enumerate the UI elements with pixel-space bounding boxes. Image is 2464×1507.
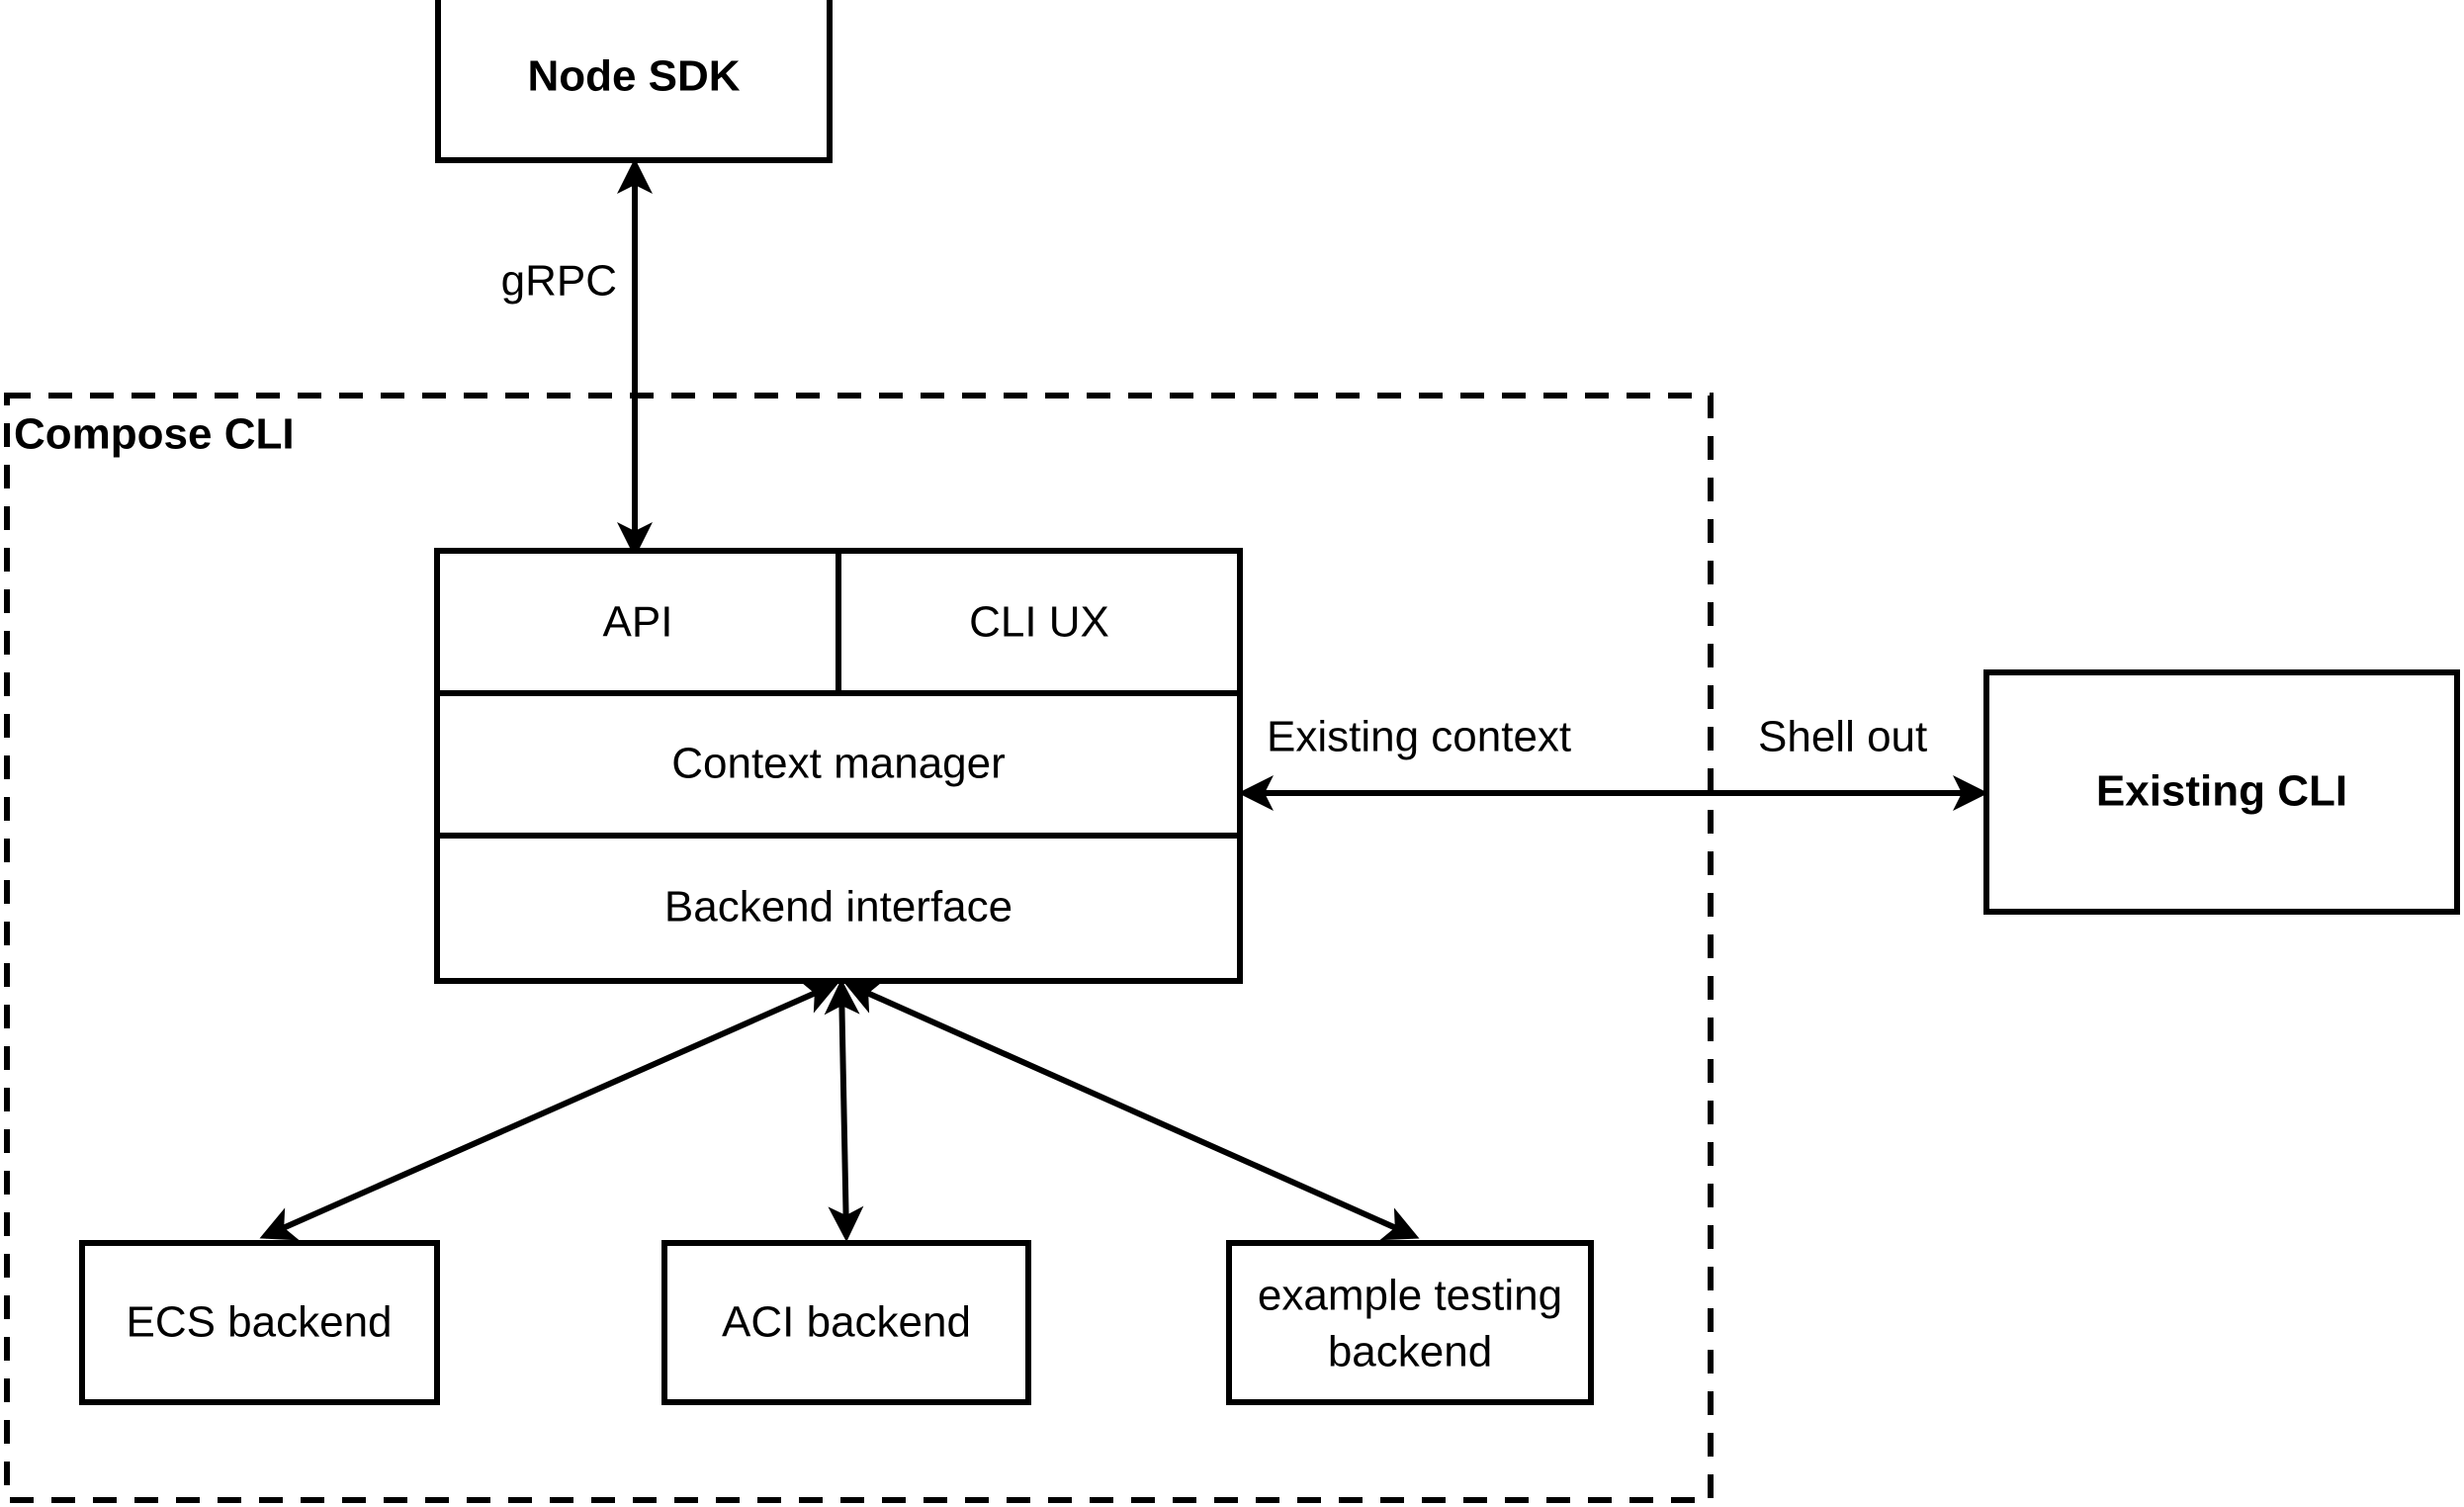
node-sdk-box[interactable] xyxy=(435,0,833,163)
ecs-backend-label: ECS backend xyxy=(126,1298,392,1347)
cli-ux-label: CLI UX xyxy=(969,598,1109,647)
compose-cli-group-boundary xyxy=(4,393,1714,1503)
api-label: API xyxy=(603,598,673,647)
example-testing-backend-label-line2: backend xyxy=(1328,1328,1492,1376)
example-testing-backend-label-line1: example testing xyxy=(1258,1272,1562,1320)
ecs-backend-box[interactable] xyxy=(79,1240,440,1405)
existing-context-edge-label: Existing context xyxy=(1267,713,1571,761)
node-sdk-label: Node SDK xyxy=(527,52,740,101)
shell-out-edge-label: Shell out xyxy=(1758,713,1927,761)
context-manager-label: Context manager xyxy=(671,740,1006,788)
example-testing-backend-box[interactable] xyxy=(1226,1240,1594,1405)
aci-backend-label: ACI backend xyxy=(722,1298,971,1347)
aci-backend-connector xyxy=(824,979,864,1242)
aci-backend-box[interactable] xyxy=(661,1240,1031,1405)
example-testing-backend-connector xyxy=(843,980,1420,1241)
existing-cli-label: Existing CLI xyxy=(2096,767,2347,816)
grpc-edge-label: gRPC xyxy=(501,257,617,306)
ecs-backend-connector xyxy=(259,980,839,1241)
compose-cli-group-label: Compose CLI xyxy=(14,410,295,459)
backend-interface-label: Backend interface xyxy=(664,883,1012,931)
